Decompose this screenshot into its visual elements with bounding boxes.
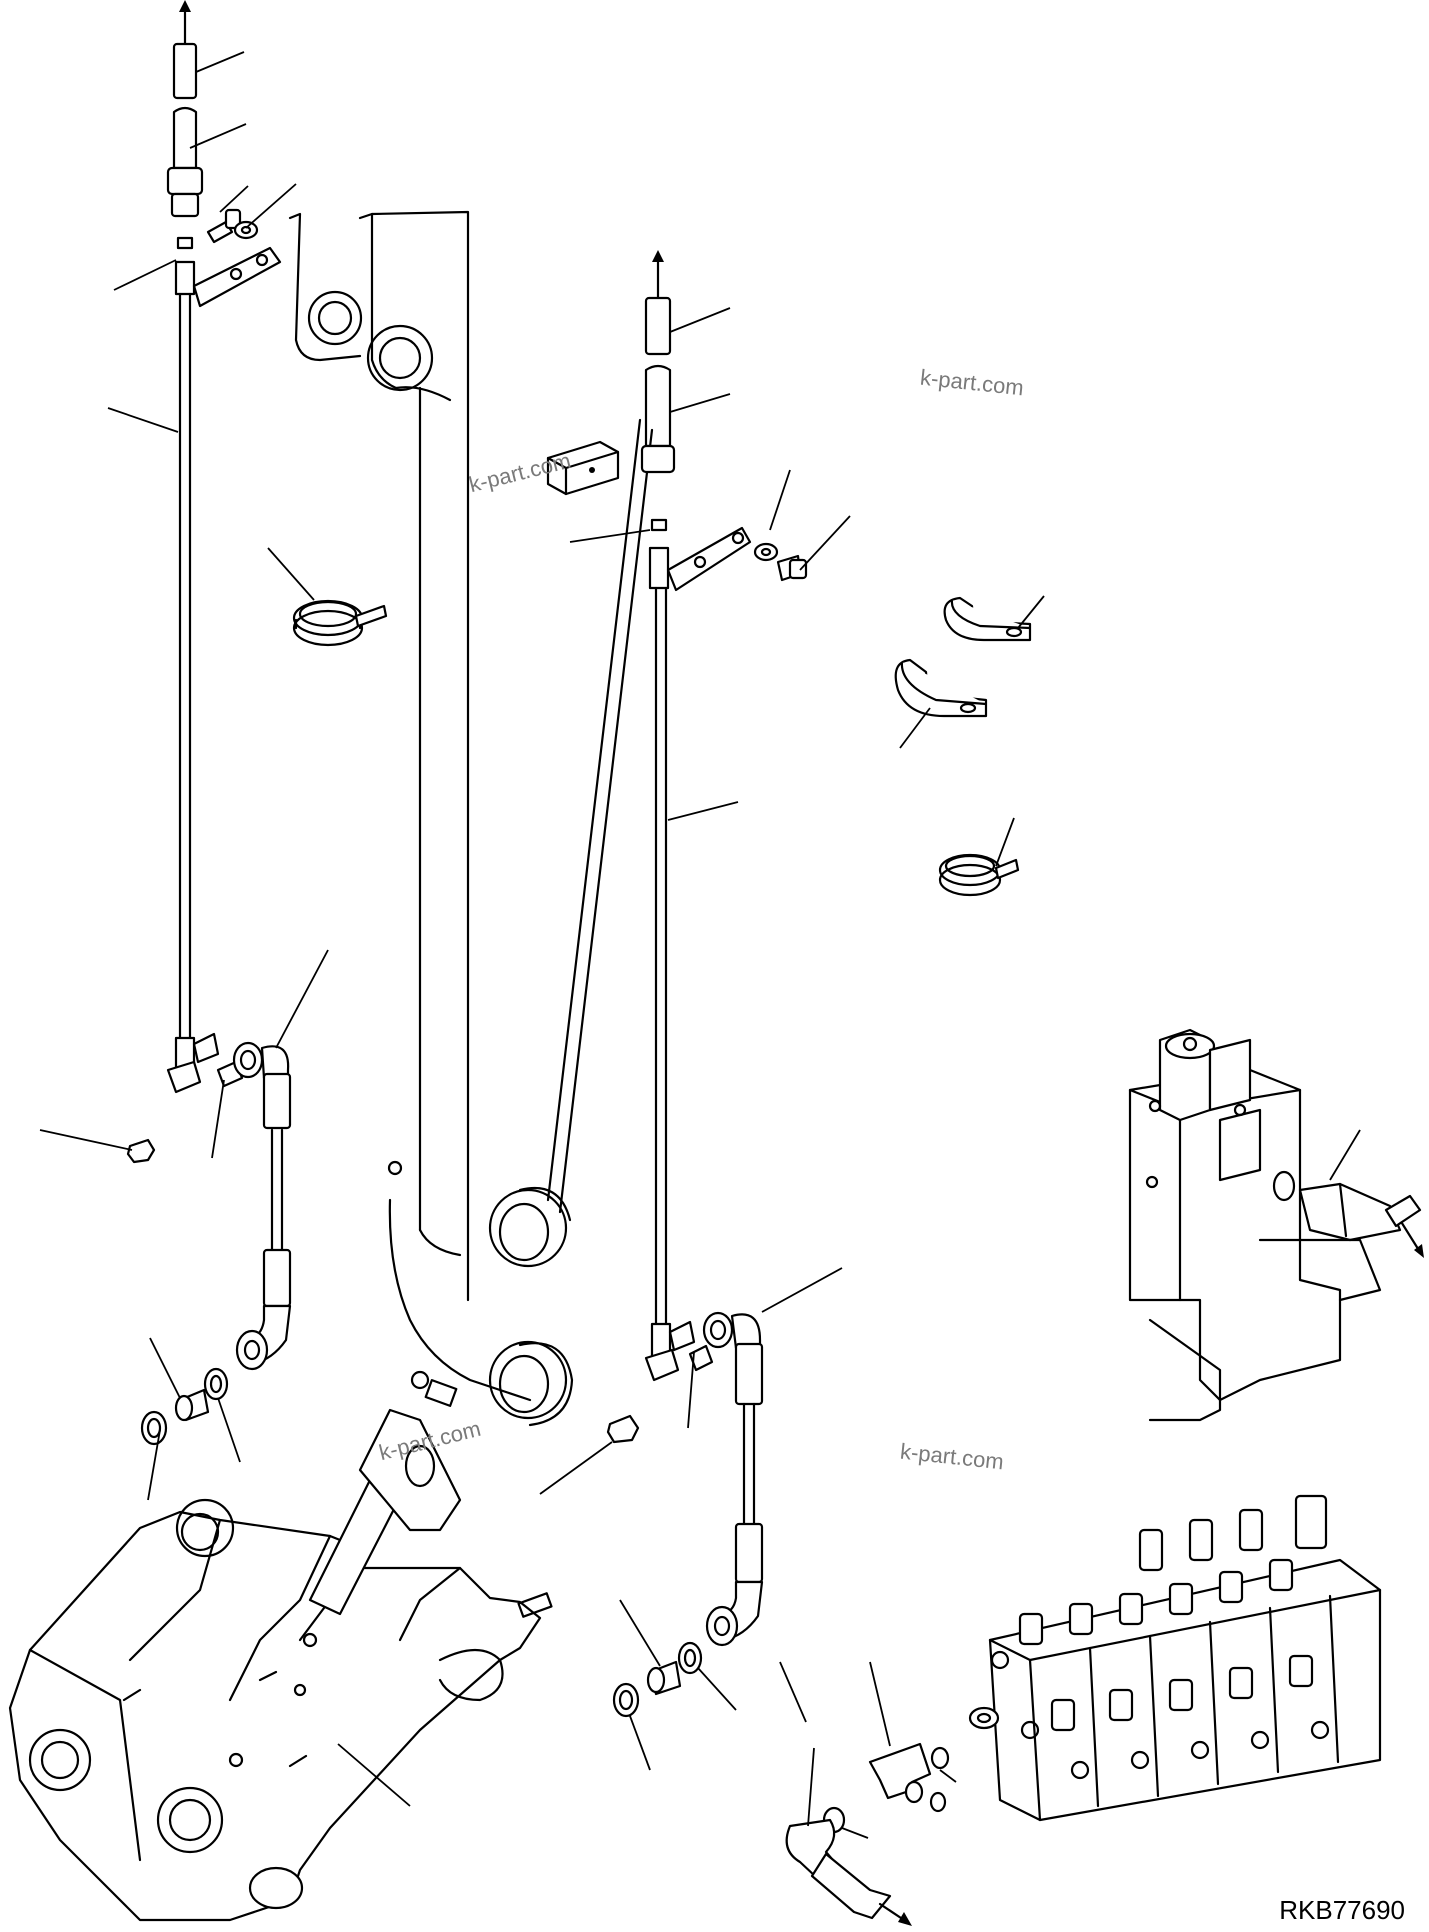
p-clamps [894,596,1032,718]
right-tube-assembly [606,250,808,1642]
valve-spools [990,1494,1330,1780]
control-valve [785,1494,1382,1926]
band-clamp-left [292,599,388,647]
left-lower-fittings [140,1329,269,1446]
drawing-code: RKB77690 [1279,1895,1405,1925]
arm-structure [288,210,654,1427]
band-clamp-right [938,853,1020,897]
right-lower-fittings [612,1605,739,1718]
left-tube-assembly [126,0,292,1366]
swing-bracket [8,1408,553,1922]
leader-lines [39,51,1361,1839]
spacer-block [546,440,620,496]
solenoid-valve [1128,1028,1424,1422]
